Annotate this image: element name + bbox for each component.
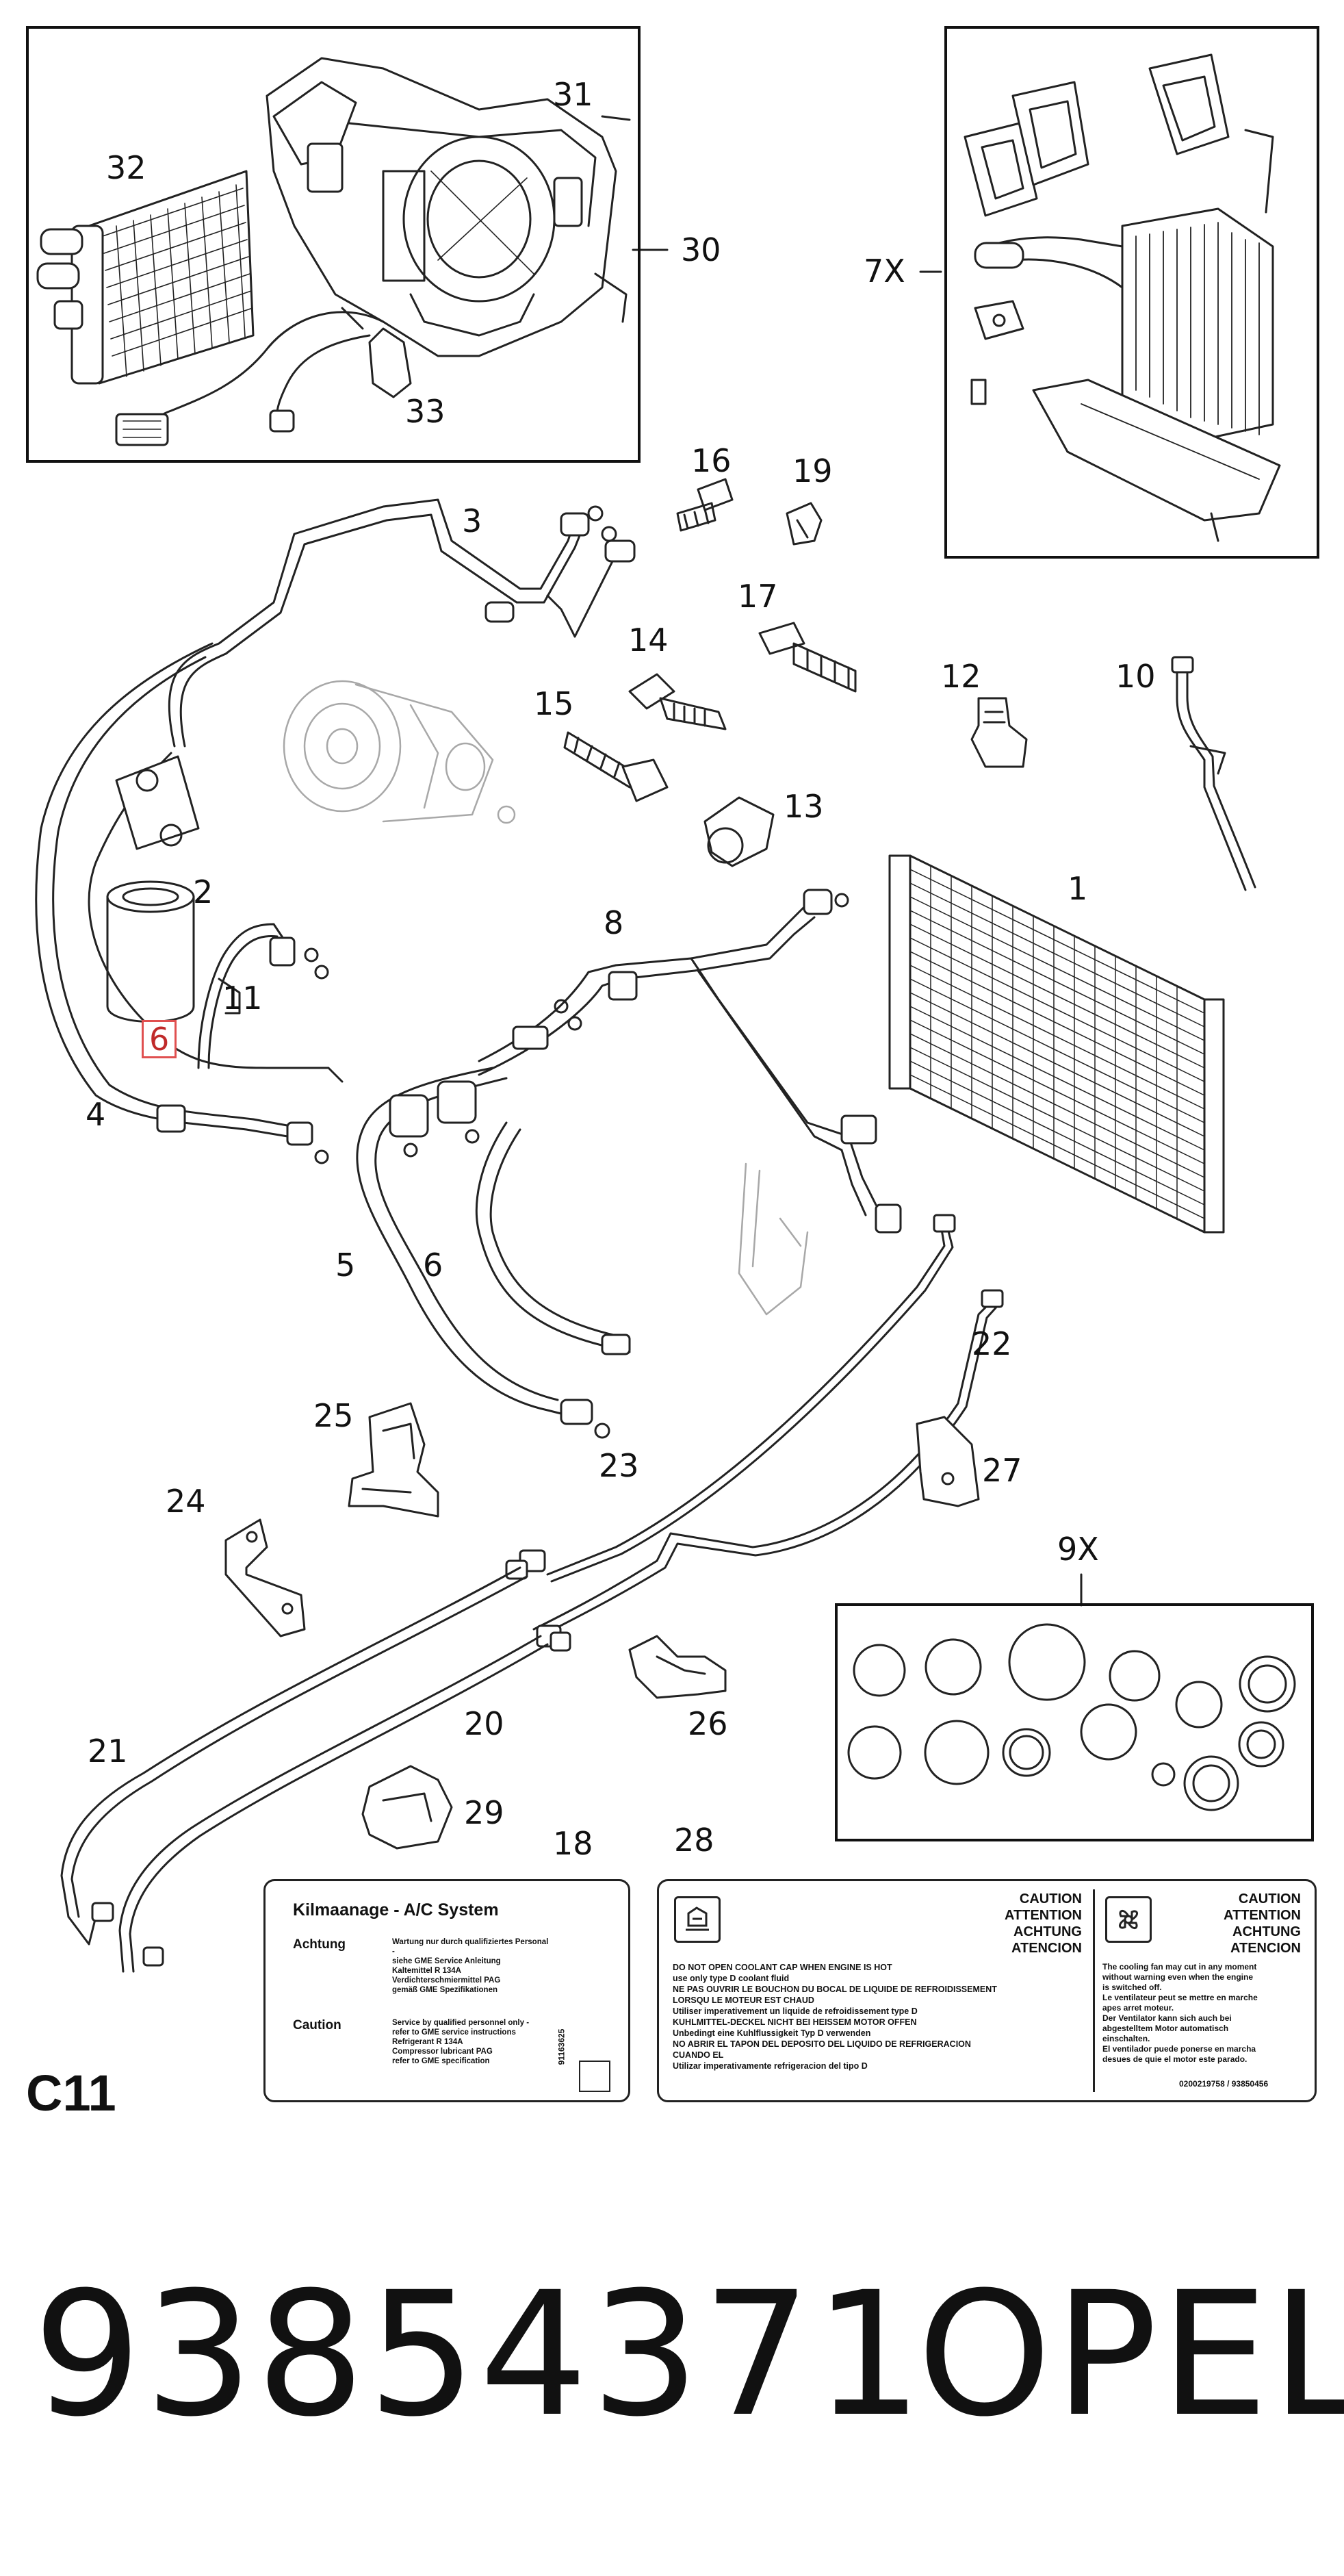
part-9x-o-ring-kit (847, 1623, 1296, 1811)
part-19-clip (786, 502, 823, 546)
o-ring-kit-frame (835, 1603, 1314, 1841)
part-2-receiver-drier (106, 880, 195, 1023)
callout-13: 13 (784, 788, 824, 825)
evaporator-kit-frame (944, 26, 1319, 559)
callout-33: 33 (405, 393, 445, 430)
label-28-fan-messages: The cooling fan may cut in any moment wi… (1102, 1962, 1258, 2064)
bracket-ghost (738, 1162, 809, 1316)
part-14-bolt (628, 673, 727, 730)
callout-23: 23 (599, 1447, 639, 1484)
part-12-valve-fitting (970, 697, 1028, 768)
part-33-blower-resistor-harness (115, 311, 412, 446)
label-18-achtung-text: Wartung nur durch qualifiziertes Persona… (392, 1938, 549, 1994)
part-6-hose (389, 1080, 631, 1355)
part-29-bracket (361, 1765, 453, 1850)
callout-16: 16 (691, 442, 732, 479)
callout-18: 18 (553, 1825, 593, 1862)
callout-1: 1 (1068, 870, 1088, 907)
label-18-title: Kilmaanage - A/C System (293, 1900, 499, 1920)
coolant-warning-icon (674, 1896, 721, 1943)
callout-26: 26 (688, 1705, 728, 1742)
part-10-drain-pipe (1171, 656, 1256, 891)
callout-3: 3 (462, 502, 482, 539)
callout-27: 27 (982, 1452, 1022, 1489)
ac-system-label-18: Kilmaanage - A/C System Achtung Wartung … (263, 1879, 630, 2102)
compressor-ghost (283, 680, 516, 824)
callout-28: 28 (674, 1822, 714, 1859)
part-15-bolt (563, 731, 669, 802)
part-7x-evaporator-kit (964, 53, 1281, 542)
label-18-square-mark (579, 2061, 610, 2092)
label-28-divider (1093, 1889, 1095, 2092)
callout-7x: 7X (864, 253, 905, 290)
callout-32: 32 (106, 149, 146, 186)
label-18-caution: Caution (293, 2018, 341, 2032)
callout-15: 15 (534, 685, 574, 722)
callout-20: 20 (464, 1705, 504, 1742)
callout-14: 14 (628, 622, 669, 659)
callout-31: 31 (553, 76, 593, 113)
callout-9x: 9X (1057, 1531, 1099, 1568)
callout-10: 10 (1115, 658, 1156, 695)
callout-22: 22 (972, 1325, 1012, 1362)
part-13-grommet (703, 796, 775, 867)
heater-assembly-frame (26, 26, 641, 463)
part-11-hose-with-switch (197, 923, 329, 1069)
callout-11: 11 (222, 980, 263, 1017)
part-4-discharge-hose (35, 642, 344, 1164)
part-25-bracket (348, 1402, 439, 1518)
callout-4: 4 (86, 1096, 106, 1133)
part-22-23-pipes (505, 1214, 1004, 1652)
callout-5: 5 (335, 1247, 356, 1284)
label-18-achtung: Achtung (293, 1937, 346, 1952)
callout-21: 21 (88, 1733, 128, 1770)
label-28-ref-codes: 0200219758 / 93850456 (1179, 2079, 1269, 2089)
part-16-bolt (676, 478, 734, 532)
part-27-bracket (916, 1416, 980, 1507)
label-28-caution-left: CAUTION ATTENTION ACHTUNG ATENCION (1005, 1891, 1082, 1956)
part-8-hose-assembly (478, 889, 902, 1234)
caution-label-28: CAUTION ATTENTION ACHTUNG ATENCION DO NO… (657, 1879, 1317, 2102)
part-32-heater-core (36, 170, 255, 385)
callout-2: 2 (193, 873, 214, 910)
part-24-bracket (224, 1518, 306, 1637)
callout-25: 25 (313, 1397, 354, 1434)
part-number: 93854371 (33, 2255, 926, 2454)
callout-6-highlighted: 6 (142, 1020, 177, 1058)
part-20-21-pipes (60, 1566, 549, 1973)
callout-19: 19 (792, 452, 833, 489)
part-26-bracket (628, 1635, 727, 1699)
callout-24: 24 (166, 1483, 206, 1520)
part-17-bolt (758, 622, 857, 693)
fan-warning-icon (1105, 1896, 1152, 1943)
part-3-suction-hose (168, 498, 636, 748)
part-1-condenser (888, 854, 1225, 1234)
callout-29: 29 (464, 1794, 504, 1831)
callout-17: 17 (738, 578, 778, 615)
brand-name: OPEL (917, 2255, 1344, 2454)
part-31-blower-housing (266, 57, 631, 357)
callout-8: 8 (604, 904, 624, 941)
callout-6-b: 6 (423, 1247, 443, 1284)
label-28-coolant-messages: DO NOT OPEN COOLANT CAP WHEN ENGINE IS H… (673, 1963, 997, 2071)
callout-30: 30 (681, 231, 721, 268)
label-28-caution-right: CAUTION ATTENTION ACHTUNG ATENCION (1224, 1891, 1301, 1956)
callout-12: 12 (941, 658, 981, 695)
label-18-caution-text: Service by qualified personnel only - re… (392, 2019, 530, 2065)
page-code: C11 (26, 2065, 116, 2121)
